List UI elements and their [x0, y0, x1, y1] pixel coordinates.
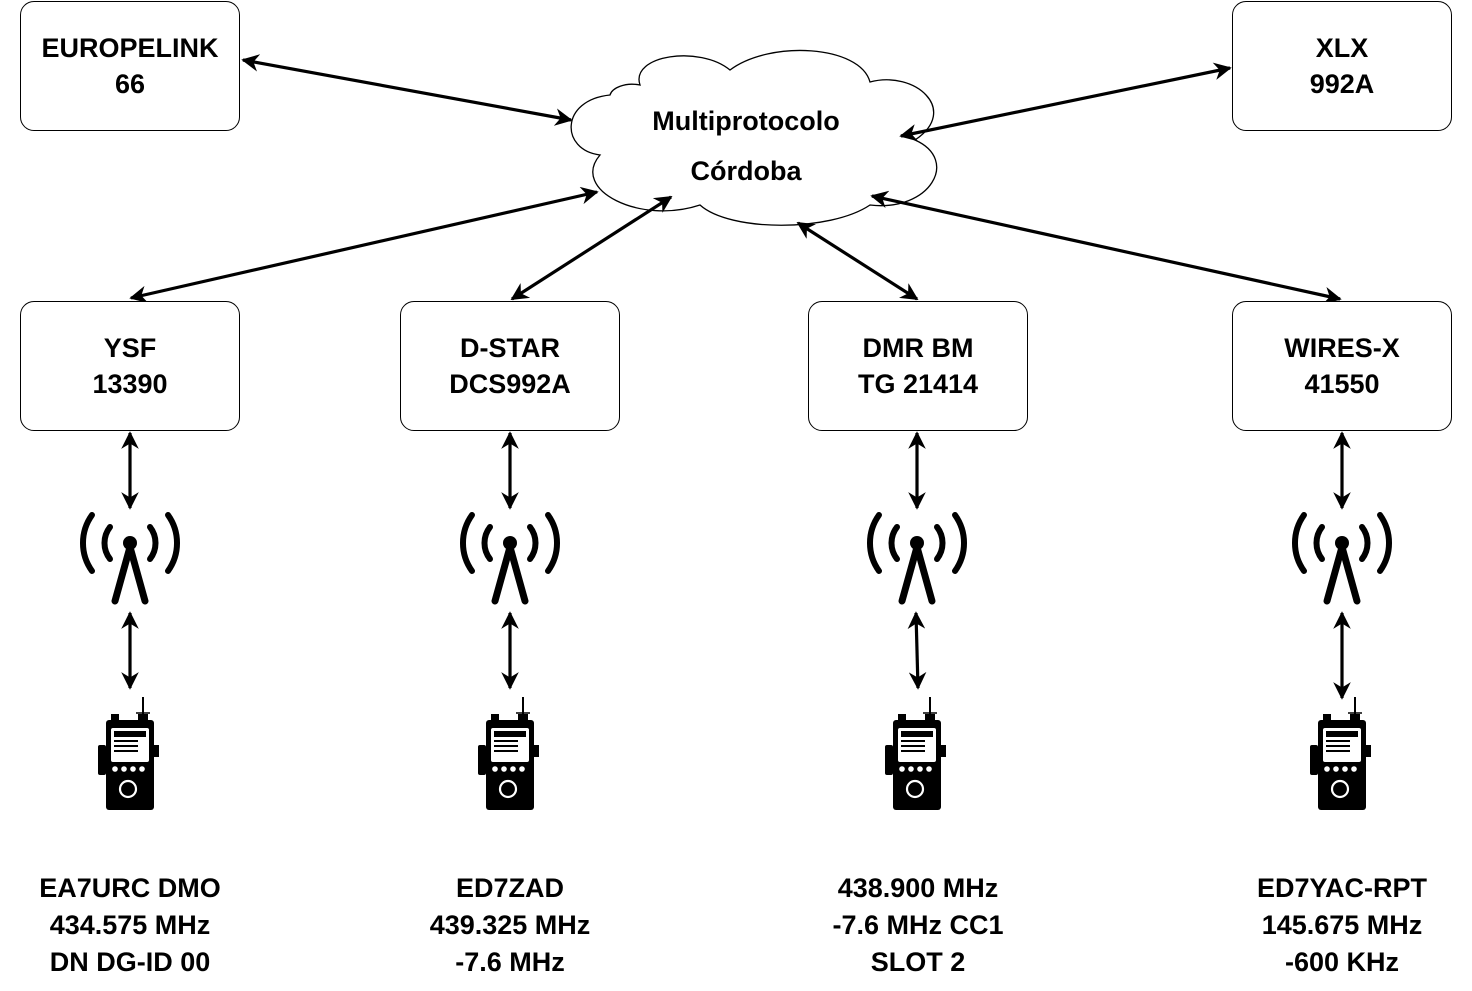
- link-europelink-cloud: [241, 54, 573, 126]
- ysf-name: YSF: [103, 333, 157, 363]
- station-label-ysf: EA7URC DMO 434.575 MHz DN DG-ID 00: [0, 870, 280, 981]
- cloud-shape: [570, 49, 938, 226]
- antenna-icon: [83, 515, 177, 601]
- station-line: -7.6 MHz CC1: [832, 910, 1004, 940]
- dmr-number: TG 21414: [857, 369, 979, 399]
- station-line: ED7ZAD: [455, 873, 564, 903]
- link-wiresx-cloud: [870, 190, 1342, 305]
- europelink-name: EUROPELINK: [41, 33, 219, 63]
- dmr-name: DMR BM: [862, 333, 974, 363]
- antenna-icon: [870, 515, 964, 601]
- link-dstar-cloud: [510, 195, 673, 301]
- station-label-dmr: 438.900 MHz -7.6 MHz CC1 SLOT 2: [768, 870, 1068, 981]
- station-line: ED7YAC-RPT: [1256, 873, 1428, 903]
- europelink-number: 66: [114, 69, 146, 99]
- wiresx-box: WIRES-X 41550: [1232, 301, 1452, 431]
- handheld-radio-icon: [1308, 695, 1373, 812]
- cloud-label: Multiprotocolo Córdoba: [596, 103, 896, 189]
- dstar-box: D-STAR DCS992A: [400, 301, 620, 431]
- station-line: 438.900 MHz: [837, 873, 999, 903]
- xlx-name: XLX: [1315, 33, 1369, 63]
- station-line: SLOT 2: [870, 947, 966, 977]
- link-xlx-cloud: [899, 62, 1232, 142]
- station-line: -7.6 MHz: [455, 947, 565, 977]
- dmr-box: DMR BM TG 21414: [808, 301, 1028, 431]
- dstar-number: DCS992A: [449, 369, 571, 399]
- cloud-label-line2: Córdoba: [690, 156, 802, 186]
- station-label-wiresx: ED7YAC-RPT 145.675 MHz -600 KHz: [1192, 870, 1472, 981]
- station-line: 439.325 MHz: [429, 910, 591, 940]
- ysf-number: 13390: [92, 369, 168, 399]
- cloud-label-line1: Multiprotocolo: [652, 106, 840, 136]
- europelink-box: EUROPELINK 66: [20, 1, 240, 131]
- wiresx-number: 41550: [1304, 369, 1380, 399]
- station-line: EA7URC DMO: [39, 873, 221, 903]
- station-line: -600 KHz: [1284, 947, 1400, 977]
- dstar-name: D-STAR: [460, 333, 560, 363]
- ysf-box: YSF 13390: [20, 301, 240, 431]
- antenna-icon: [463, 515, 557, 601]
- station-line: 434.575 MHz: [49, 910, 211, 940]
- xlx-number: 992A: [1309, 69, 1375, 99]
- link-dmr-cloud: [796, 221, 919, 301]
- handheld-radio-icon: [883, 695, 948, 812]
- station-label-dstar: ED7ZAD 439.325 MHz -7.6 MHz: [360, 870, 660, 981]
- wiresx-name: WIRES-X: [1284, 333, 1400, 363]
- link-dmr-radio: [907, 611, 927, 690]
- station-line: 145.675 MHz: [1261, 910, 1423, 940]
- handheld-radio-icon: [96, 695, 161, 812]
- link-ysf-cloud: [129, 186, 599, 304]
- xlx-box: XLX 992A: [1232, 1, 1452, 131]
- handheld-radio-icon: [476, 695, 541, 812]
- station-line: DN DG-ID 00: [49, 947, 211, 977]
- antenna-icon: [1295, 515, 1389, 601]
